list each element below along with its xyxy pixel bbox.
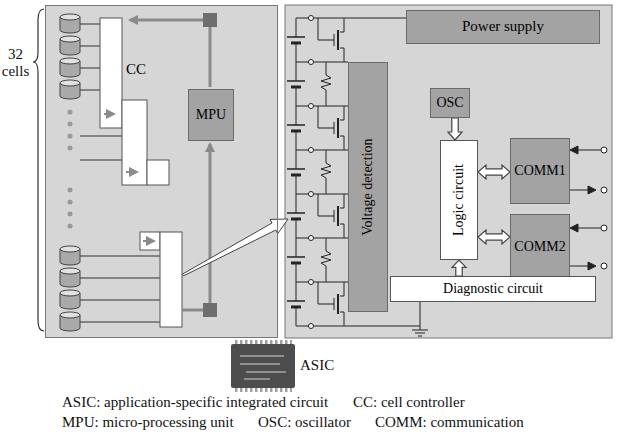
comm-terminals (570, 146, 607, 270)
battery-symbol (287, 37, 305, 301)
chip-pins (234, 340, 292, 344)
terminal-dot (601, 263, 607, 269)
comm-box: COMM1 (510, 138, 570, 204)
power-supply-box: Power supply (406, 10, 600, 44)
box-label: Diagnostic circuit (443, 281, 543, 297)
box-label: Voltage detection (360, 138, 376, 235)
ic-block (122, 100, 147, 185)
junction-dot (309, 324, 314, 329)
abbreviation-note: CC: cell controller (353, 394, 465, 411)
asic-panel (285, 5, 612, 338)
small-arrow (104, 113, 114, 115)
dot (68, 134, 73, 139)
zoom-arrow (183, 219, 289, 276)
block-arrow (448, 118, 462, 140)
dot (68, 188, 73, 193)
junction-dot (309, 60, 314, 65)
ic-block (140, 232, 160, 250)
cell-symbol (60, 80, 80, 86)
battery-symbol (291, 43, 301, 307)
block-arrow (478, 230, 510, 244)
small-arrow (143, 240, 154, 242)
loop-line (209, 144, 212, 303)
cell-symbol (60, 290, 80, 296)
ic-block (160, 232, 182, 327)
cell-symbol (60, 312, 80, 318)
dot (68, 212, 73, 217)
loop-line (130, 19, 203, 22)
terminal-dot (601, 147, 607, 153)
comm-box: COMM2 (510, 214, 570, 280)
chip-label: ASIC (300, 357, 334, 374)
box-label: MPU (196, 107, 226, 123)
ellipsis-dots (68, 110, 73, 229)
abbreviation-note: COMM: communication (375, 414, 524, 431)
junction-dots (309, 16, 314, 329)
dot (68, 110, 73, 115)
ic-block (100, 18, 122, 128)
board-fill (45, 5, 278, 338)
cell-controller-board: CC MPU (45, 5, 278, 338)
terminal-arrow (588, 186, 596, 194)
ic-block (147, 160, 169, 185)
junction-dot (309, 280, 314, 285)
box-label: OSC (436, 95, 463, 111)
block-arrow (478, 165, 510, 179)
junction-dot (309, 192, 314, 197)
cell-controller-ics (100, 18, 182, 327)
cell-symbol (60, 14, 80, 20)
cell-count: 32 cells (0, 46, 31, 81)
abbreviation-note: OSC: oscillator (258, 414, 351, 431)
terminal-arrow (570, 224, 578, 232)
abbreviation-note: MPU: micro-processing unit (62, 414, 234, 431)
voltage-detection-bar: Voltage detection (348, 62, 388, 312)
dot (68, 146, 73, 151)
mosfet-symbol (318, 18, 344, 326)
terminal-dot (601, 225, 607, 231)
isolator-square (203, 303, 217, 317)
abbreviation-note: ASIC: application-specific integrated ci… (62, 394, 328, 411)
terminal-line (570, 150, 601, 266)
dot (68, 200, 73, 205)
box-label: CC (126, 61, 146, 78)
mosfet-symbol (337, 30, 339, 314)
resistor-symbol (321, 62, 331, 282)
junction-dot (309, 148, 314, 153)
chip-marking (240, 356, 286, 379)
cell-symbol (60, 58, 80, 64)
stack-wire (296, 18, 297, 326)
terminal-arrow (588, 262, 596, 270)
junction-dot (309, 236, 314, 241)
mpu-box: MPU (188, 89, 234, 141)
terminal-dot (601, 187, 607, 193)
battery-cells (60, 14, 80, 331)
oscillator-box: OSC (430, 88, 470, 118)
junction-dot (309, 16, 314, 21)
cell-symbol (60, 268, 80, 274)
dot (68, 122, 73, 127)
box-label: COMM1 (514, 163, 565, 179)
dot (68, 224, 73, 229)
logic-circuit-box: Logic circuit (440, 140, 478, 260)
junction-dot (309, 104, 314, 109)
small-arrow (126, 171, 137, 173)
box-label: Logic circuit (451, 164, 467, 236)
chip-photo (231, 344, 295, 388)
diagnostic-circuit-box: Diagnostic circuit (390, 276, 596, 302)
cell-symbol (60, 36, 80, 42)
box-label: Power supply (462, 18, 544, 35)
cell-symbol (60, 246, 80, 252)
loop-line (182, 309, 203, 312)
terminal-arrow (570, 146, 578, 154)
box-label: COMM2 (514, 239, 565, 255)
cascade-arrows (104, 114, 154, 241)
brace (33, 9, 44, 331)
block-arrow (452, 260, 466, 276)
chip-pins (234, 388, 292, 392)
isolator-square (203, 13, 217, 27)
loop-line (209, 27, 212, 87)
